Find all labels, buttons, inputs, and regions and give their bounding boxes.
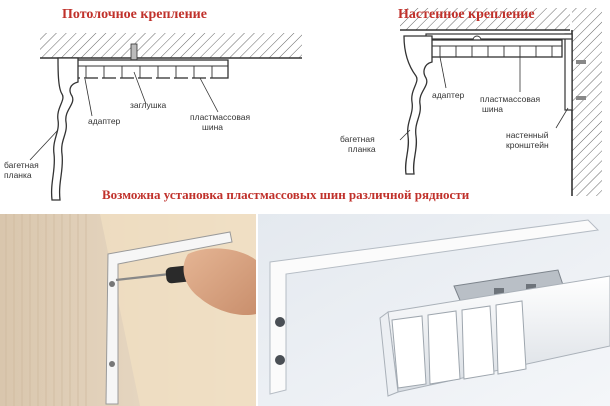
- wallpaper-stripes: [5, 214, 87, 406]
- label-wall-bracket-1: настенный: [506, 130, 549, 140]
- ceiling-mount-title: Потолочное крепление: [62, 7, 207, 22]
- upper-slab: [400, 8, 570, 30]
- label-ceiling-rail-1: пластмассовая: [190, 112, 251, 122]
- diagram-bottom-note: Возможна установка пластмассовых шин раз…: [102, 187, 470, 202]
- metal-bracket: [105, 231, 233, 405]
- bracket-rail-photo-art: [258, 214, 610, 406]
- label-wall-bracket-2: кронштейн: [506, 140, 549, 150]
- label-ceiling-baguette-1: багетная: [4, 160, 39, 170]
- wall-rail: [429, 39, 563, 58]
- hand: [183, 248, 256, 316]
- white-bracket: [269, 219, 600, 395]
- mounting-diagram: Потолочное крепление Настенное крепление…: [4, 7, 602, 202]
- label-wall-baguette-2: планка: [348, 144, 376, 154]
- label-wall-rail-2: шина: [482, 104, 503, 114]
- label-zaglushka: заглушка: [130, 100, 167, 110]
- wall-mount-drawing: [399, 8, 602, 196]
- installation-photo-art: [0, 214, 256, 406]
- wall-leader-lines: [399, 56, 569, 141]
- wall-slab: [572, 8, 602, 196]
- bracket-rail-photo: [258, 214, 610, 406]
- wall-baguette-profile: [403, 35, 433, 175]
- ceiling-mount-drawing: [29, 33, 302, 201]
- wall-mount-title: Настенное крепление: [398, 7, 535, 22]
- wall-bracket: [425, 33, 586, 111]
- ceiling-baguette-profile: [50, 57, 79, 201]
- label-wall-baguette-1: багетная: [340, 134, 375, 144]
- label-ceiling-baguette-2: планка: [4, 170, 32, 180]
- diagram-drawing: [29, 8, 602, 201]
- plastic-rail: [379, 275, 610, 397]
- label-ceiling-adapter: адаптер: [88, 116, 121, 126]
- ceiling-rail: [75, 59, 229, 79]
- label-ceiling-rail-2: шина: [202, 122, 223, 132]
- ceiling-leader-lines: [29, 71, 219, 161]
- label-wall-rail-1: пластмассовая: [480, 94, 541, 104]
- installation-photo: [0, 214, 256, 406]
- ceiling-slab: [40, 33, 302, 58]
- label-wall-adapter: адаптер: [432, 90, 465, 100]
